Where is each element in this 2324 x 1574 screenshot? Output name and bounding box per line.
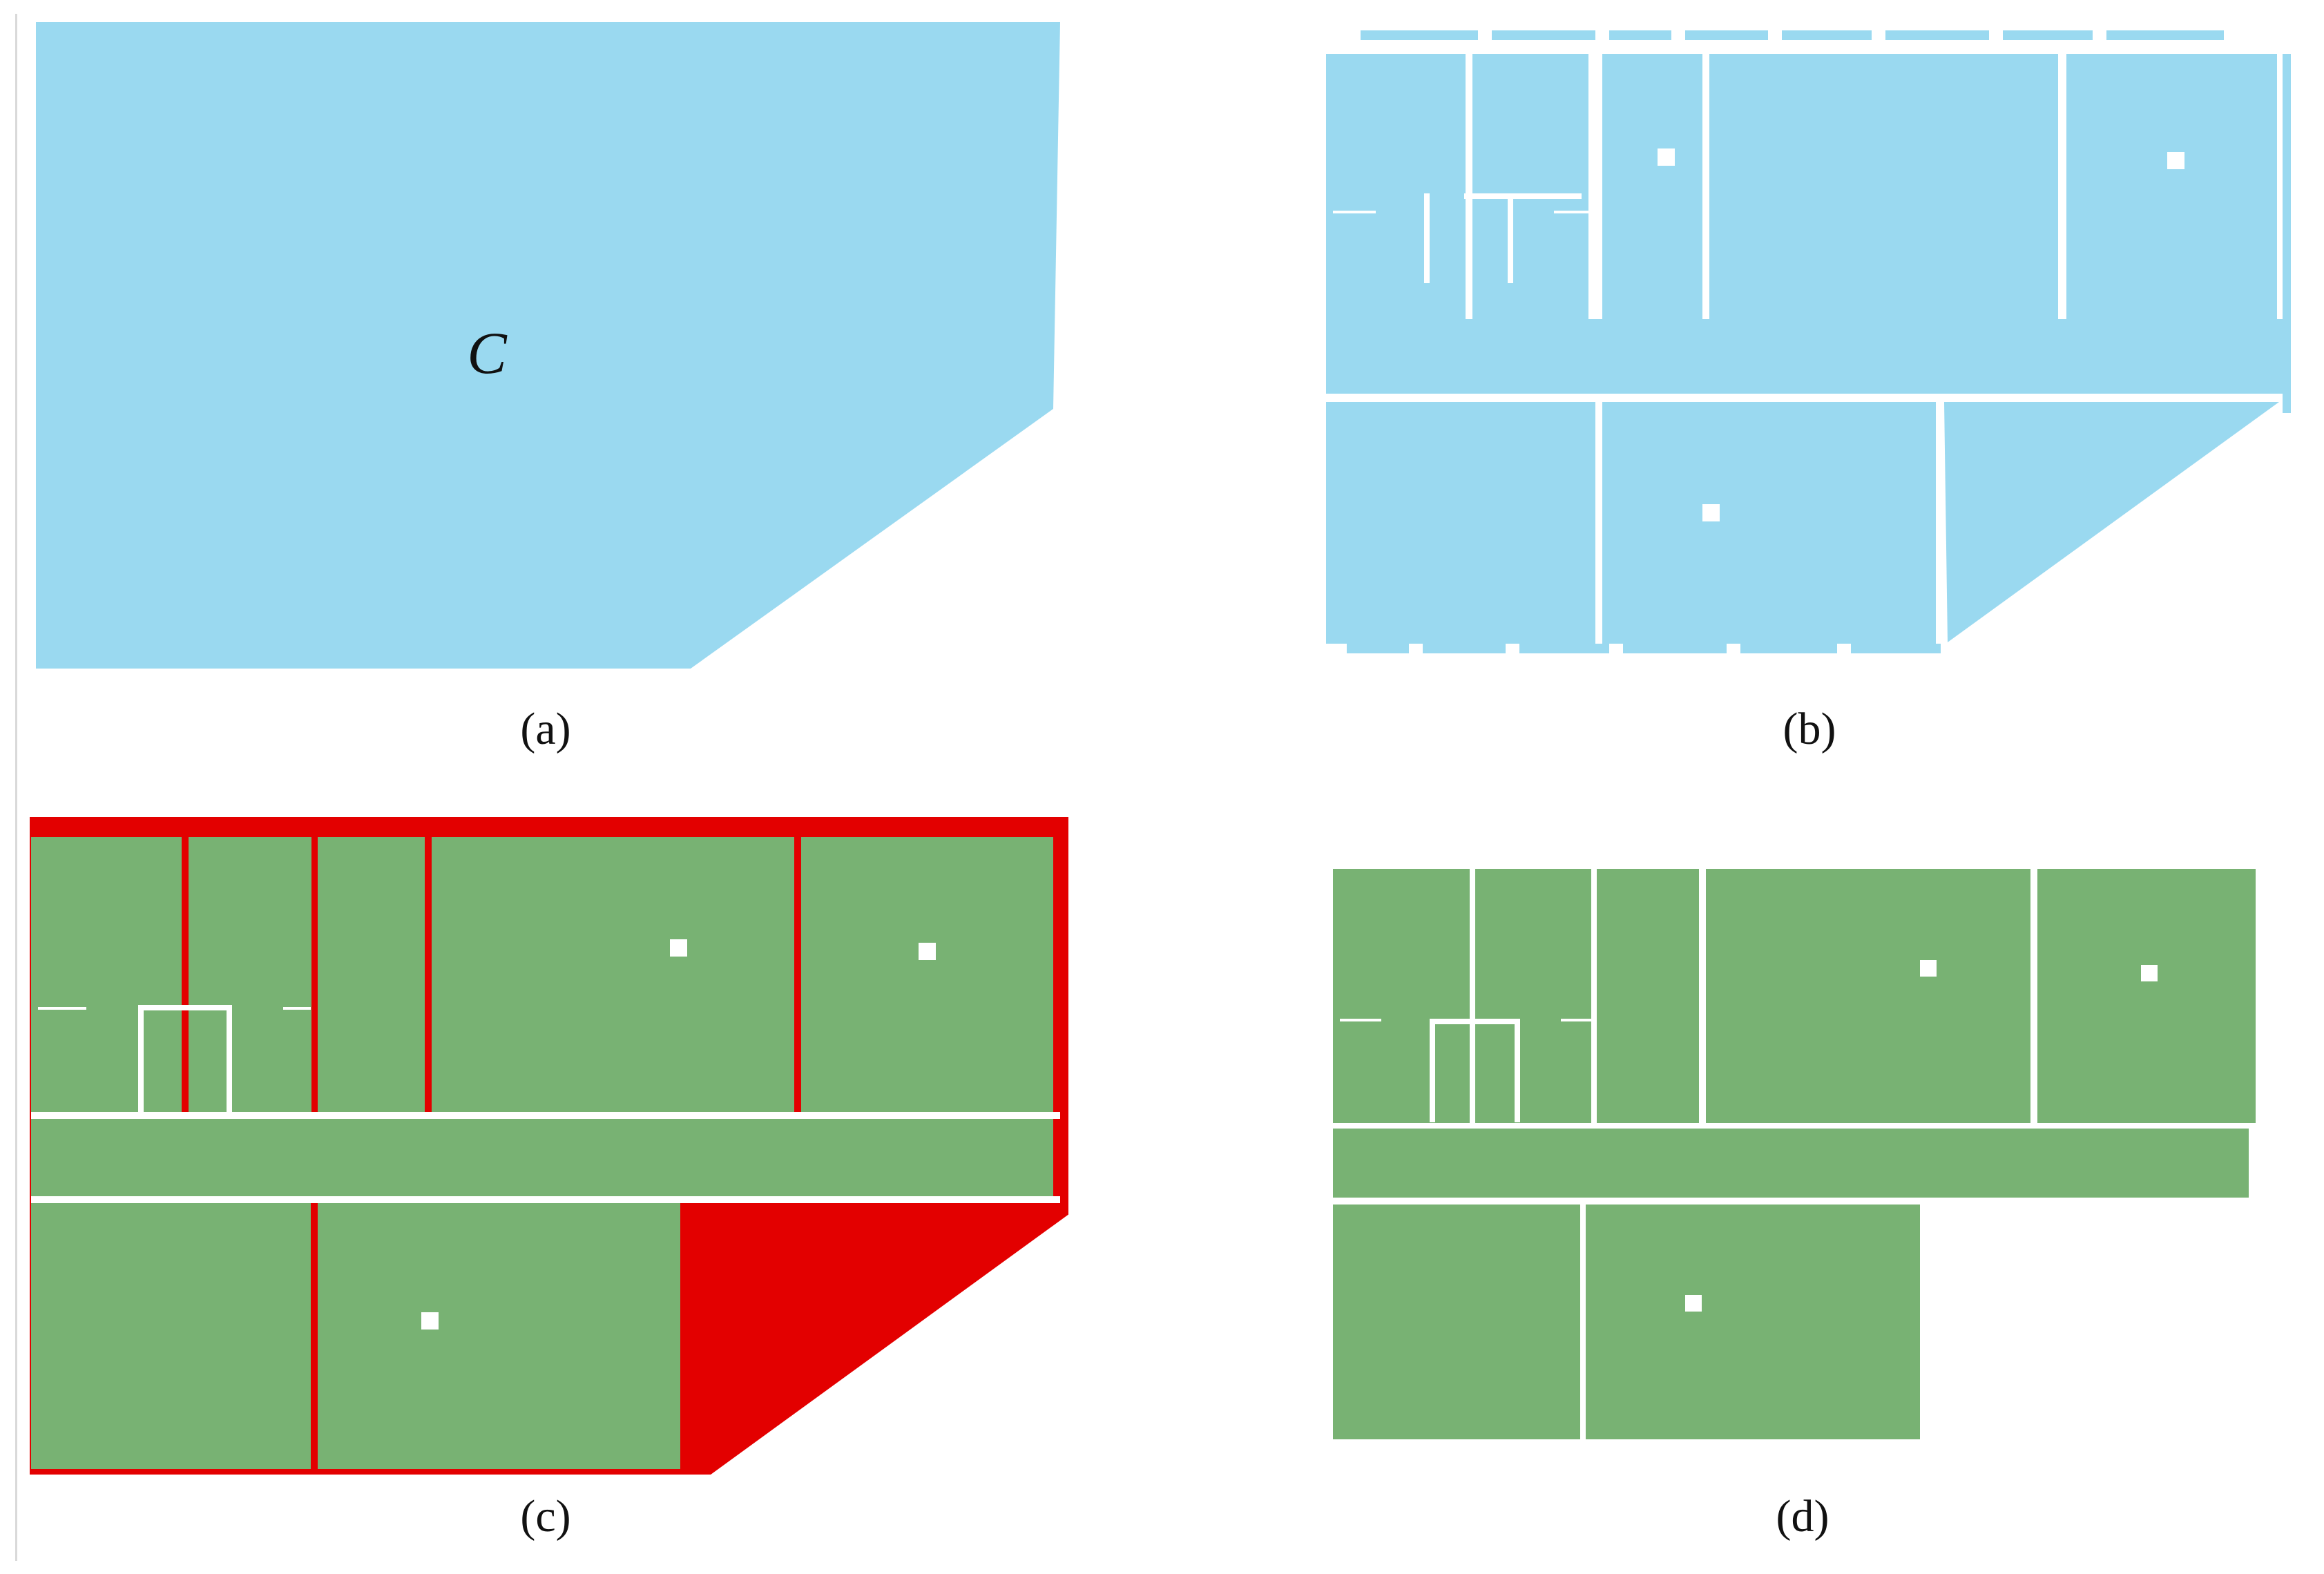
- room-b-7: [1602, 402, 1936, 644]
- panel-a-polygon: C: [36, 22, 1060, 669]
- room-d-3: [1597, 869, 1699, 1123]
- room-d-5: [2037, 869, 2256, 1123]
- corridor-d: [1333, 1129, 2249, 1198]
- walls-d: [1340, 960, 2158, 1312]
- room-c-3: [318, 837, 425, 1112]
- room-b-2: [1472, 54, 1588, 329]
- outer-wall-segments-b: [1347, 30, 2224, 653]
- rooms-b: [1326, 54, 2291, 644]
- room-d-2: [1475, 869, 1591, 1123]
- corridor-c: [31, 1119, 1053, 1196]
- room-c-1: [31, 837, 182, 1112]
- walls-b: [1333, 148, 2184, 521]
- room-b-3: [1602, 54, 1702, 329]
- left-border-line: [15, 14, 17, 1561]
- room-c-2: [189, 837, 311, 1112]
- room-c-6: [31, 1203, 311, 1469]
- polygon-c-label: C: [467, 320, 508, 386]
- caption-a: (a): [520, 704, 571, 754]
- panel-d-floorplan: [1333, 869, 2256, 1439]
- walls-c: [31, 939, 1060, 1330]
- room-b-1: [1326, 54, 1466, 329]
- room-c-4: [432, 837, 794, 1112]
- room-c-5: [801, 837, 1053, 1112]
- room-b-8: [1944, 402, 2279, 642]
- rooms-c: [31, 837, 1053, 1469]
- corridor-b: [1326, 319, 2286, 394]
- room-b-right-strip: [2283, 54, 2291, 413]
- caption-c: (c): [520, 1491, 571, 1542]
- caption-d: (d): [1776, 1491, 1830, 1542]
- caption-b: (b): [1783, 704, 1836, 754]
- room-d-4: [1706, 869, 2030, 1123]
- room-b-5: [2066, 54, 2277, 329]
- panel-b-floorplan: [1326, 30, 2291, 653]
- panel-c-floorplan: [26, 813, 1073, 1479]
- polygon-c: [36, 22, 1060, 669]
- room-b-4: [1709, 54, 2058, 329]
- room-d-1: [1333, 869, 1470, 1123]
- room-d-7: [1586, 1205, 1920, 1439]
- room-b-6: [1326, 402, 1595, 644]
- outline-c: [26, 813, 1073, 1479]
- rooms-d: [1333, 869, 2256, 1439]
- room-c-7: [318, 1203, 680, 1469]
- room-d-6: [1333, 1205, 1580, 1439]
